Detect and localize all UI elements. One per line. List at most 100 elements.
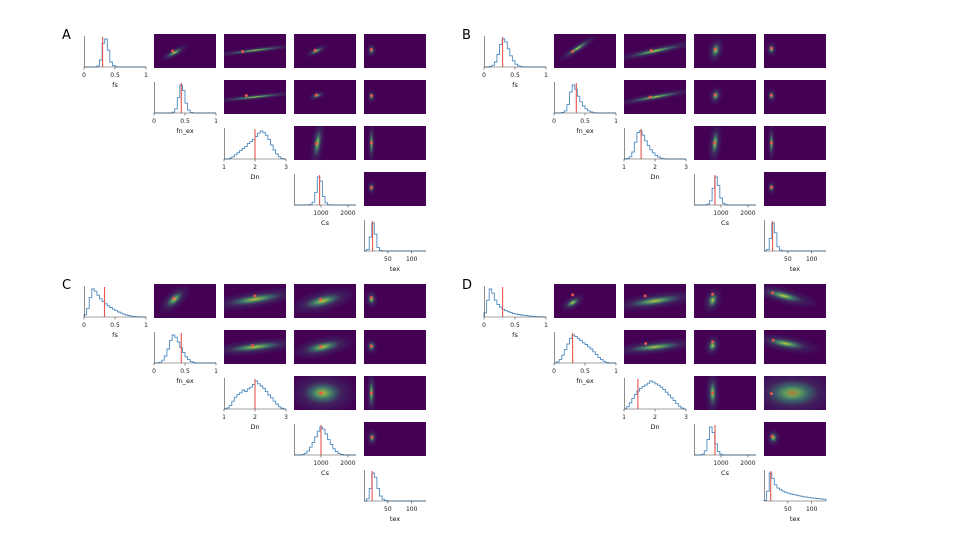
- heatmap-fs-Cs: [694, 284, 756, 318]
- truth-dot: [370, 435, 374, 439]
- heatmap-Dn-Cs: [294, 126, 356, 160]
- tick-label: 3: [684, 414, 688, 421]
- truth-dot: [711, 391, 715, 395]
- truth-dot: [769, 46, 773, 50]
- heatmap-fs-tex: [364, 284, 426, 318]
- heatmap-fn_ex-Dn: [224, 330, 286, 364]
- tick-label: 100: [806, 256, 818, 263]
- truth-dot: [648, 95, 652, 99]
- heatmap-Dn-Cs: [694, 126, 756, 160]
- tick-label: 1: [222, 414, 226, 421]
- hist-line: [483, 288, 546, 318]
- heatmap-Dn-Cs: [294, 376, 356, 410]
- truth-dot: [711, 292, 715, 296]
- truth-dot: [643, 294, 647, 298]
- tick-label: 2000: [340, 210, 355, 217]
- tick-label: 1000: [313, 460, 328, 467]
- hist-line: [294, 176, 356, 206]
- axis-label-Cs: Cs: [321, 219, 330, 227]
- truth-dot: [319, 391, 323, 395]
- heatmap-fs-fn_ex: [554, 284, 616, 318]
- truth-dot: [172, 296, 176, 300]
- truth-dot: [769, 93, 773, 97]
- tick-label: 0.5: [180, 118, 190, 125]
- truth-dot: [770, 434, 774, 438]
- tick-label: 0: [552, 368, 556, 375]
- axis-label-Cs: Cs: [721, 219, 730, 227]
- truth-dot: [244, 94, 248, 98]
- heatmap-fs-Cs: [694, 34, 756, 68]
- tick-label: 1: [222, 164, 226, 171]
- heatmap-fs-fn_ex: [554, 34, 616, 68]
- heatmap-fn_ex-Cs: [294, 330, 356, 364]
- axis-label-Dn: Dn: [650, 423, 659, 431]
- axis-label-fn_ex: fn_ex: [176, 127, 194, 135]
- tick-label: 1: [544, 72, 548, 79]
- heatmap-Cs-tex: [764, 422, 826, 456]
- axis-label-tex: tex: [390, 515, 400, 523]
- hist-line: [83, 288, 146, 318]
- axis-label-fn_ex: fn_ex: [576, 127, 594, 135]
- truth-dot: [644, 342, 648, 346]
- tick-label: 1: [144, 322, 148, 329]
- heatmap-Dn-tex: [364, 376, 426, 410]
- truth-dot: [369, 141, 373, 145]
- truth-dot: [712, 141, 716, 145]
- truth-dot: [771, 291, 775, 295]
- heatmap-fs-tex: [364, 34, 426, 68]
- tick-label: 1000: [313, 210, 328, 217]
- axis-label-fs: fs: [512, 81, 518, 89]
- hist-line: [154, 84, 216, 114]
- axis-label-tex: tex: [790, 265, 800, 273]
- tick-label: 0.5: [110, 72, 120, 79]
- hist-line: [484, 38, 546, 68]
- axis-label-fs: fs: [112, 81, 118, 89]
- heatmap-Dn-tex: [764, 376, 826, 410]
- truth-dot: [769, 392, 773, 396]
- truth-dot: [369, 94, 373, 98]
- tick-label: 2: [253, 414, 257, 421]
- heatmap-Cs-tex: [764, 172, 826, 206]
- axis-label-Dn: Dn: [250, 173, 259, 181]
- truth-dot: [771, 338, 775, 342]
- heatmap-fn_ex-Cs: [694, 330, 756, 364]
- tick-label: 1: [214, 368, 218, 375]
- tick-label: 0: [82, 72, 86, 79]
- tick-label: 0: [482, 72, 486, 79]
- panel-label-C: C: [62, 278, 72, 293]
- truth-dot: [649, 48, 653, 52]
- truth-dot: [369, 344, 373, 348]
- axis-label-Dn: Dn: [250, 423, 259, 431]
- heatmap-fs-tex: [764, 284, 826, 318]
- tick-label: 2: [653, 164, 657, 171]
- tick-label: 1: [622, 164, 626, 171]
- axis-label-Cs: Cs: [321, 469, 330, 477]
- heatmap-Dn-tex: [764, 126, 826, 160]
- tick-label: 0: [482, 322, 486, 329]
- truth-dot: [571, 293, 575, 297]
- axis-label-fn_ex: fn_ex: [576, 377, 594, 385]
- tick-label: 0.5: [110, 322, 120, 329]
- tick-label: 1: [614, 368, 618, 375]
- heatmap-fs-fn_ex: [154, 284, 216, 318]
- tick-label: 0: [552, 118, 556, 125]
- truth-dot: [369, 391, 373, 395]
- hist-line: [624, 380, 686, 410]
- tick-label: 0.5: [580, 118, 590, 125]
- heatmap-fs-Dn: [624, 284, 686, 318]
- axis-label-tex: tex: [790, 515, 800, 523]
- truth-dot: [241, 50, 245, 54]
